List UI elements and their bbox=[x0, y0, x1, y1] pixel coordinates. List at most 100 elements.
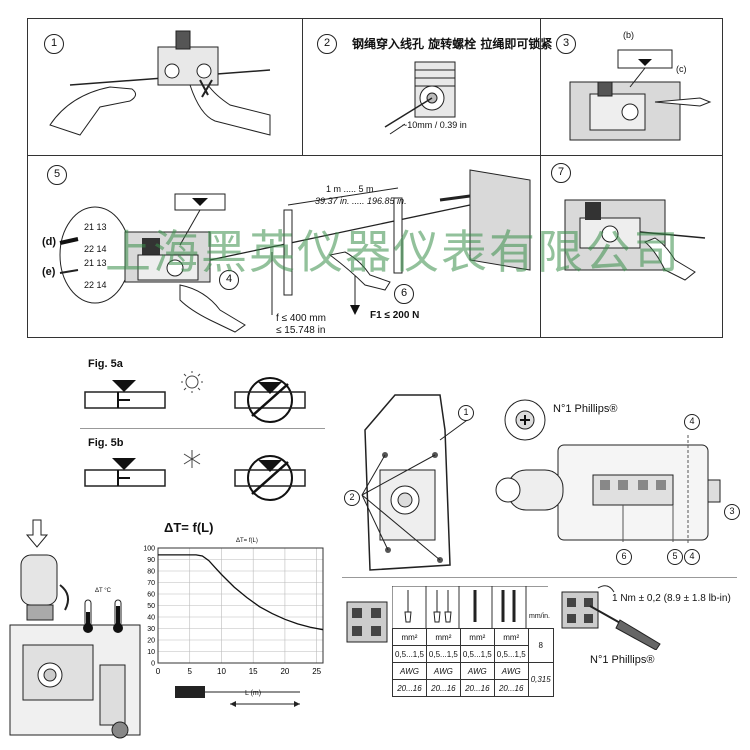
divider bbox=[302, 18, 303, 155]
cell-awg-range: 20...16 bbox=[392, 679, 427, 697]
step-3-illustration bbox=[569, 49, 712, 141]
step-4-badge: 4 bbox=[219, 270, 239, 290]
callout-2: 2 bbox=[344, 490, 360, 506]
cell-awg: AWG bbox=[493, 662, 529, 680]
contacts-top-a: 21 13 bbox=[84, 222, 107, 232]
span-label-in: 39.37 in. ..... 196.85 in. bbox=[315, 196, 407, 206]
step-5-badge: 5 bbox=[47, 165, 67, 185]
terminal-block-icon bbox=[346, 601, 388, 643]
cell-strip-mm: 8 bbox=[527, 628, 554, 663]
label-d: (d) bbox=[42, 236, 57, 248]
cable-length-illustration bbox=[175, 686, 300, 707]
y-tick-label: 0 bbox=[151, 661, 155, 668]
y-tick-label: 40 bbox=[147, 615, 155, 622]
cell-strip-in: 0,315 bbox=[527, 662, 554, 697]
y-tick-label: 90 bbox=[147, 557, 155, 564]
span-label-mm: 1 m ..... 5 m bbox=[326, 184, 374, 194]
watermark: 上海黑英仪器仪表有限公司 bbox=[105, 225, 681, 279]
fig5b-symbols bbox=[84, 450, 306, 501]
callout-3: 3 bbox=[724, 504, 740, 520]
y-tick-label: 10 bbox=[147, 649, 155, 656]
x-tick-label: 10 bbox=[217, 667, 226, 676]
step-3-label-b: (b) bbox=[623, 30, 634, 40]
callout-6: 6 bbox=[616, 549, 632, 565]
strip-unit: mm/in. bbox=[529, 613, 550, 620]
thermo-label: ΔT °C bbox=[95, 588, 111, 594]
y-tick-label: 80 bbox=[147, 569, 155, 576]
cell-range: 0,5...1,5 bbox=[425, 645, 461, 663]
cell-range: 0,5...1,5 bbox=[459, 645, 495, 663]
step-5-illustration bbox=[59, 169, 531, 333]
sag-label-mm: f ≤ 400 mm bbox=[276, 313, 326, 324]
wiring-divider bbox=[342, 577, 737, 578]
y-tick-label: 70 bbox=[147, 580, 155, 587]
series-line bbox=[158, 554, 324, 631]
fig5b-label: Fig. 5b bbox=[88, 437, 124, 449]
wire-spec-table: mm² mm² mm² mm² 8 0,5...1,5 0,5...1,5 0,… bbox=[392, 628, 554, 697]
cell-mm2: mm² bbox=[459, 628, 495, 646]
step-3-badge: 3 bbox=[556, 34, 576, 54]
cell-mm2: mm² bbox=[493, 628, 529, 646]
thermometers bbox=[83, 599, 123, 633]
torque-label: 1 Nm ± 0,2 (8.9 ± 1.8 lb-in) bbox=[612, 593, 731, 604]
contacts-bottom-b: 22 14 bbox=[84, 280, 107, 290]
cell-range: 0,5...1,5 bbox=[392, 645, 427, 663]
base-plate-illustration bbox=[361, 394, 471, 571]
cell-awg-range: 20...16 bbox=[459, 679, 495, 697]
label-e: (e) bbox=[42, 266, 56, 278]
step-2-dimension: ~10mm / 0.39 in bbox=[402, 120, 467, 130]
fig5a-symbols bbox=[84, 371, 306, 423]
step-7-illustration bbox=[564, 199, 706, 281]
fig5-divider bbox=[80, 428, 325, 429]
screwdriver-illustration bbox=[561, 585, 661, 650]
chart-xlabel: L (m) bbox=[245, 690, 262, 697]
cell-awg: AWG bbox=[425, 662, 461, 680]
screwdriver-bottom-label: N°1 Phillips® bbox=[590, 654, 655, 666]
step-1-illustration bbox=[49, 30, 271, 136]
x-tick-label: 5 bbox=[188, 667, 193, 676]
y-tick-label: 60 bbox=[147, 592, 155, 599]
cell-awg-range: 20...16 bbox=[493, 679, 529, 697]
contacts-bottom-a: 21 13 bbox=[84, 258, 107, 268]
step-6-badge: 6 bbox=[394, 284, 414, 304]
y-tick-label: 30 bbox=[147, 626, 155, 633]
x-tick-label: 15 bbox=[249, 667, 258, 676]
wire-type-icons bbox=[392, 586, 548, 628]
cell-range: 0,5...1,5 bbox=[493, 645, 529, 663]
step-1-badge: 1 bbox=[44, 34, 64, 54]
y-tick-label: 50 bbox=[147, 603, 155, 610]
chart-inner-title: ΔT= f(L) bbox=[236, 538, 258, 544]
callout-5: 5 bbox=[667, 549, 683, 565]
callout-1: 1 bbox=[458, 405, 474, 421]
divider bbox=[27, 155, 723, 156]
cell-awg: AWG bbox=[459, 662, 495, 680]
callout-4-top: 4 bbox=[684, 414, 700, 430]
contacts-top-b: 22 14 bbox=[84, 244, 107, 254]
cell-mm2: mm² bbox=[392, 628, 427, 646]
screw-detail-circle bbox=[504, 399, 546, 441]
screwdriver-top-label: N°1 Phillips® bbox=[553, 403, 618, 415]
temperature-length-chart: 0 10 20 30 40 50 60 70 80 90 100 0 5 10 15 20 25 bbox=[143, 546, 324, 676]
x-tick-label: 25 bbox=[312, 667, 321, 676]
step-2-badge: 2 bbox=[317, 34, 337, 54]
cell-awg-range: 20...16 bbox=[425, 679, 461, 697]
switch-internal-illustration bbox=[495, 435, 721, 545]
cell-mm2: mm² bbox=[425, 628, 461, 646]
divider bbox=[540, 18, 541, 338]
head-device-illustration bbox=[9, 519, 141, 739]
plot-frame bbox=[157, 547, 324, 664]
y-tick-label: 100 bbox=[143, 546, 155, 553]
force-label: F1 ≤ 200 N bbox=[370, 310, 420, 321]
step-3-label-c: (c) bbox=[676, 64, 687, 74]
callout-4-bottom: 4 bbox=[684, 549, 700, 565]
y-tick-label: 20 bbox=[147, 638, 155, 645]
x-tick-label: 0 bbox=[156, 667, 161, 676]
step-7-badge: 7 bbox=[551, 163, 571, 183]
chart-big-title: ΔT= f(L) bbox=[164, 520, 214, 535]
x-tick-label: 20 bbox=[280, 667, 289, 676]
step-2-caption: 钢绳穿入线孔 旋转螺栓 拉绳即可锁紧 bbox=[352, 37, 553, 51]
fig5a-label: Fig. 5a bbox=[88, 358, 123, 370]
cell-awg: AWG bbox=[392, 662, 427, 680]
sag-label-in: ≤ 15.748 in bbox=[276, 325, 326, 336]
step-2-illustration bbox=[384, 61, 456, 135]
